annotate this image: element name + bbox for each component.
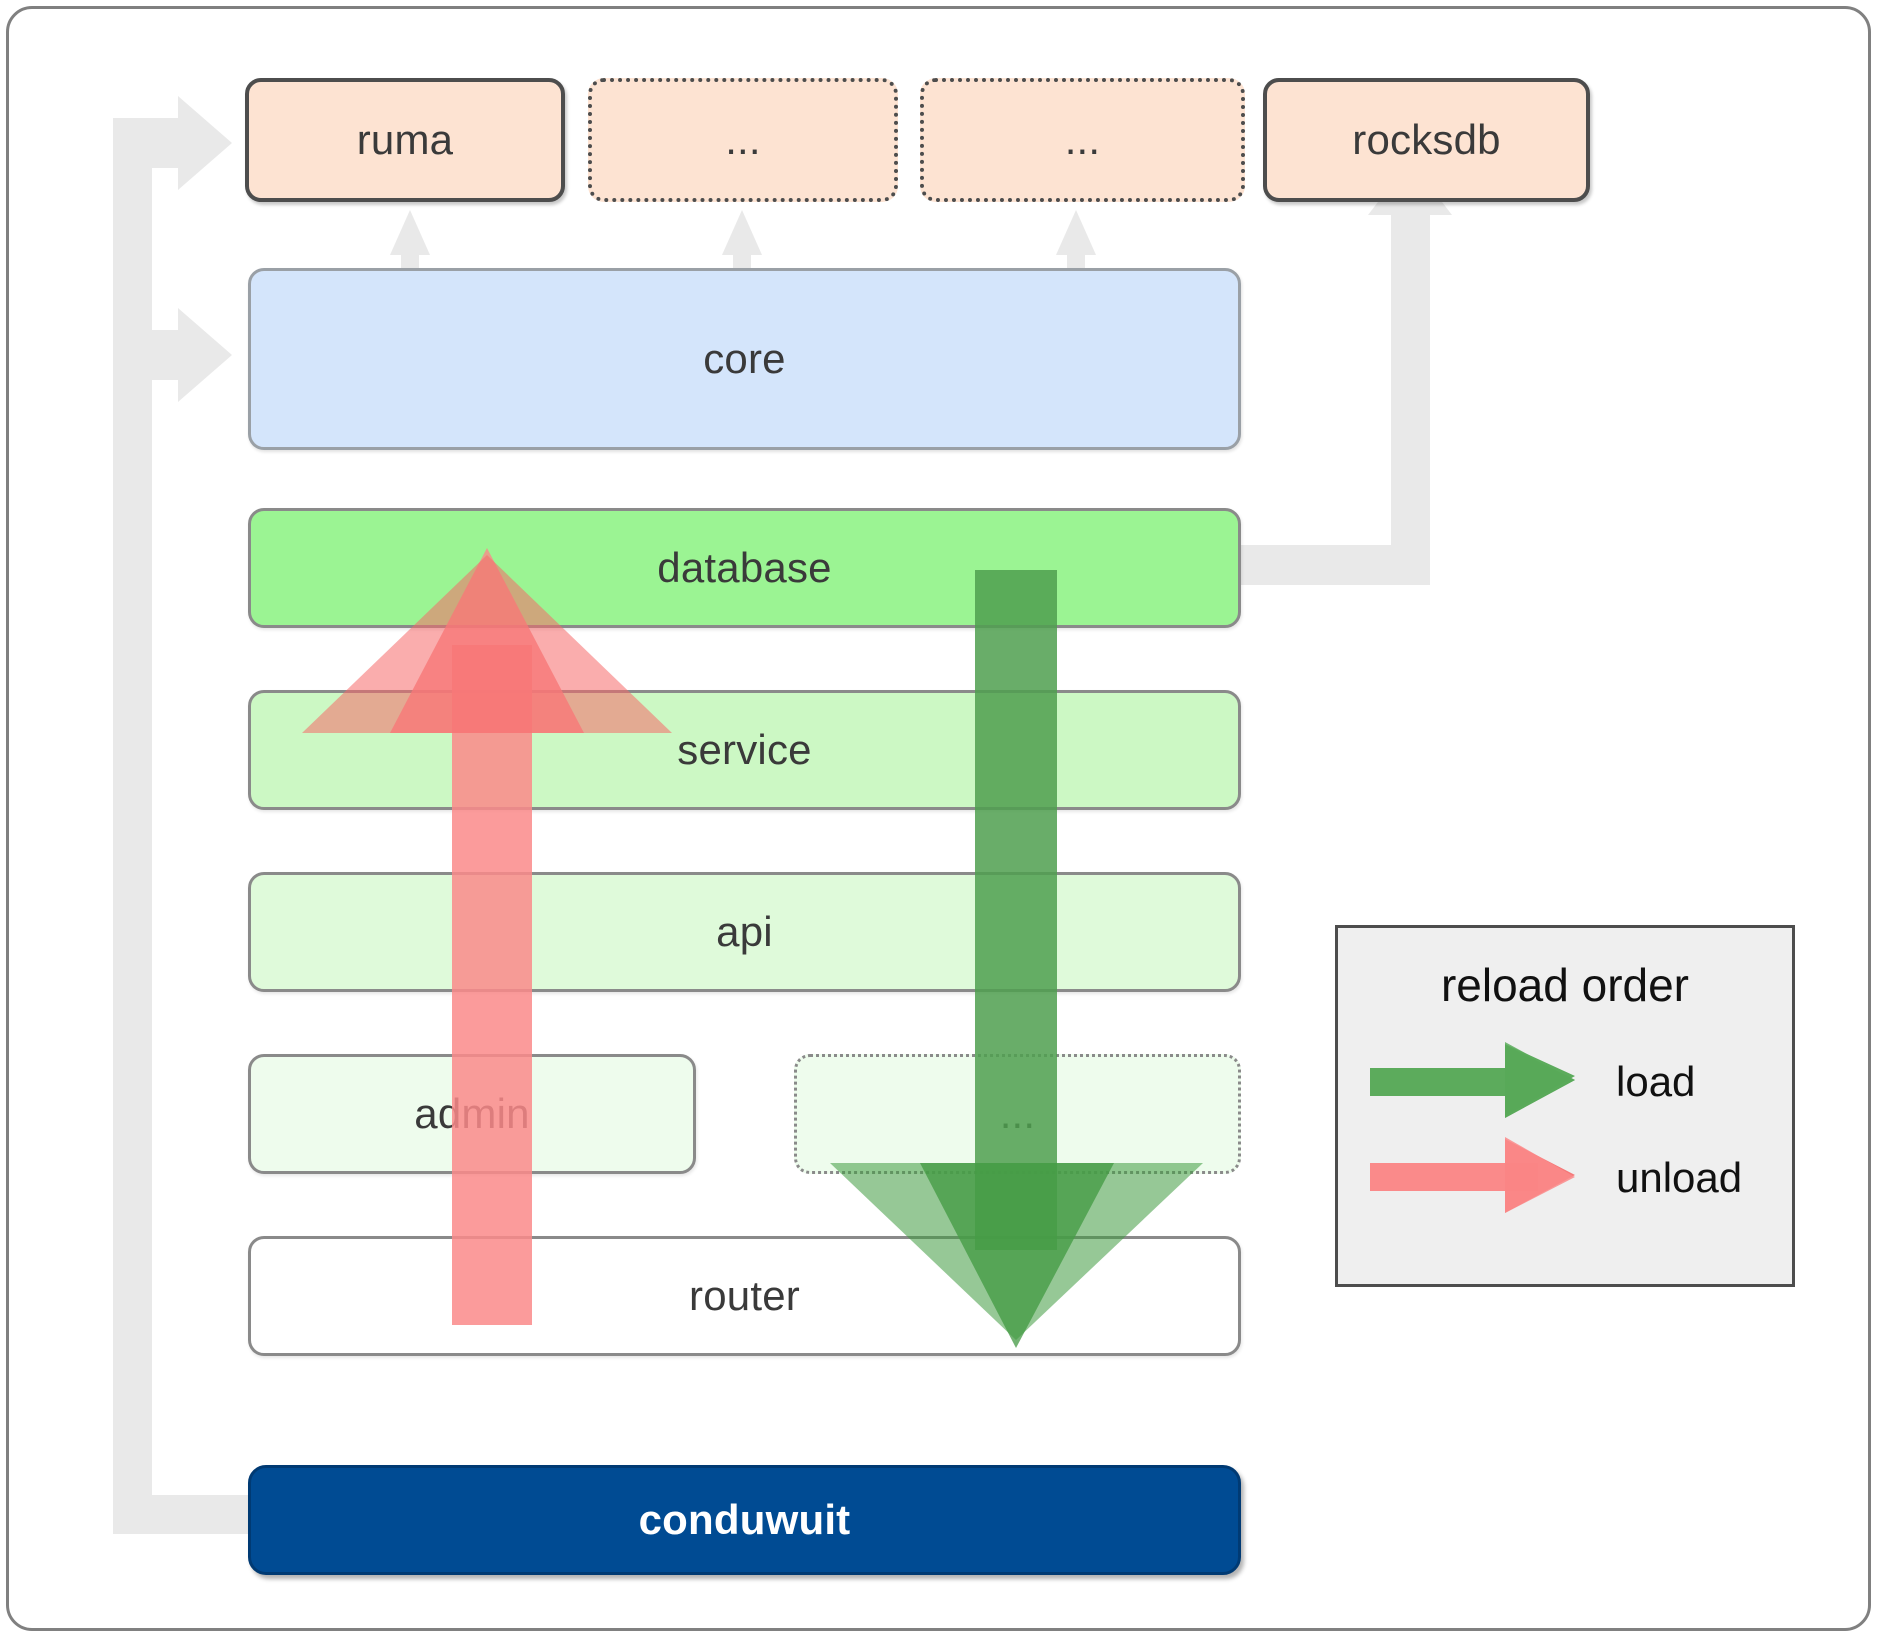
diagram-outer-frame — [6, 6, 1871, 1631]
layer-label: ... — [999, 1090, 1036, 1137]
dependency-label: rocksdb — [1352, 116, 1501, 163]
dependency-box-rocksdb[interactable]: rocksdb — [1263, 78, 1590, 202]
dependency-label: ruma — [356, 116, 454, 163]
layer-box-placeholder[interactable]: ... — [794, 1054, 1241, 1174]
legend-unload-arrow-icon — [1370, 1137, 1575, 1213]
dependency-box-ruma[interactable]: ruma — [245, 78, 565, 202]
dependency-label: ... — [1064, 116, 1101, 163]
dependency-box-placeholder-1[interactable]: ... — [588, 78, 898, 202]
legend-load-arrow-icon — [1370, 1042, 1575, 1118]
layer-box-core[interactable]: core — [248, 268, 1241, 450]
legend-label-unload: unload — [1616, 1154, 1743, 1201]
layer-label: database — [657, 544, 832, 591]
legend-arrow-glyphs — [1370, 1042, 1575, 1213]
layer-box-api[interactable]: api — [248, 872, 1241, 992]
layer-box-database[interactable]: database — [248, 508, 1241, 628]
layer-box-admin[interactable]: admin — [248, 1054, 696, 1174]
dependency-box-placeholder-2[interactable]: ... — [920, 78, 1245, 202]
layer-box-router[interactable]: router — [248, 1236, 1241, 1356]
layer-label: core — [703, 335, 786, 382]
root-label: conduwuit — [638, 1496, 851, 1543]
layer-box-service[interactable]: service — [248, 690, 1241, 810]
layer-label: service — [677, 726, 812, 773]
root-box-conduwuit[interactable]: conduwuit — [248, 1465, 1241, 1575]
legend-title: reload order — [1440, 959, 1690, 1011]
layer-label: admin — [414, 1090, 530, 1137]
legend-panel: reload order load unload — [1335, 925, 1795, 1287]
layer-label: api — [716, 908, 773, 955]
legend-label-load: load — [1616, 1058, 1696, 1105]
layer-label: router — [689, 1272, 800, 1319]
dependency-label: ... — [725, 116, 761, 163]
